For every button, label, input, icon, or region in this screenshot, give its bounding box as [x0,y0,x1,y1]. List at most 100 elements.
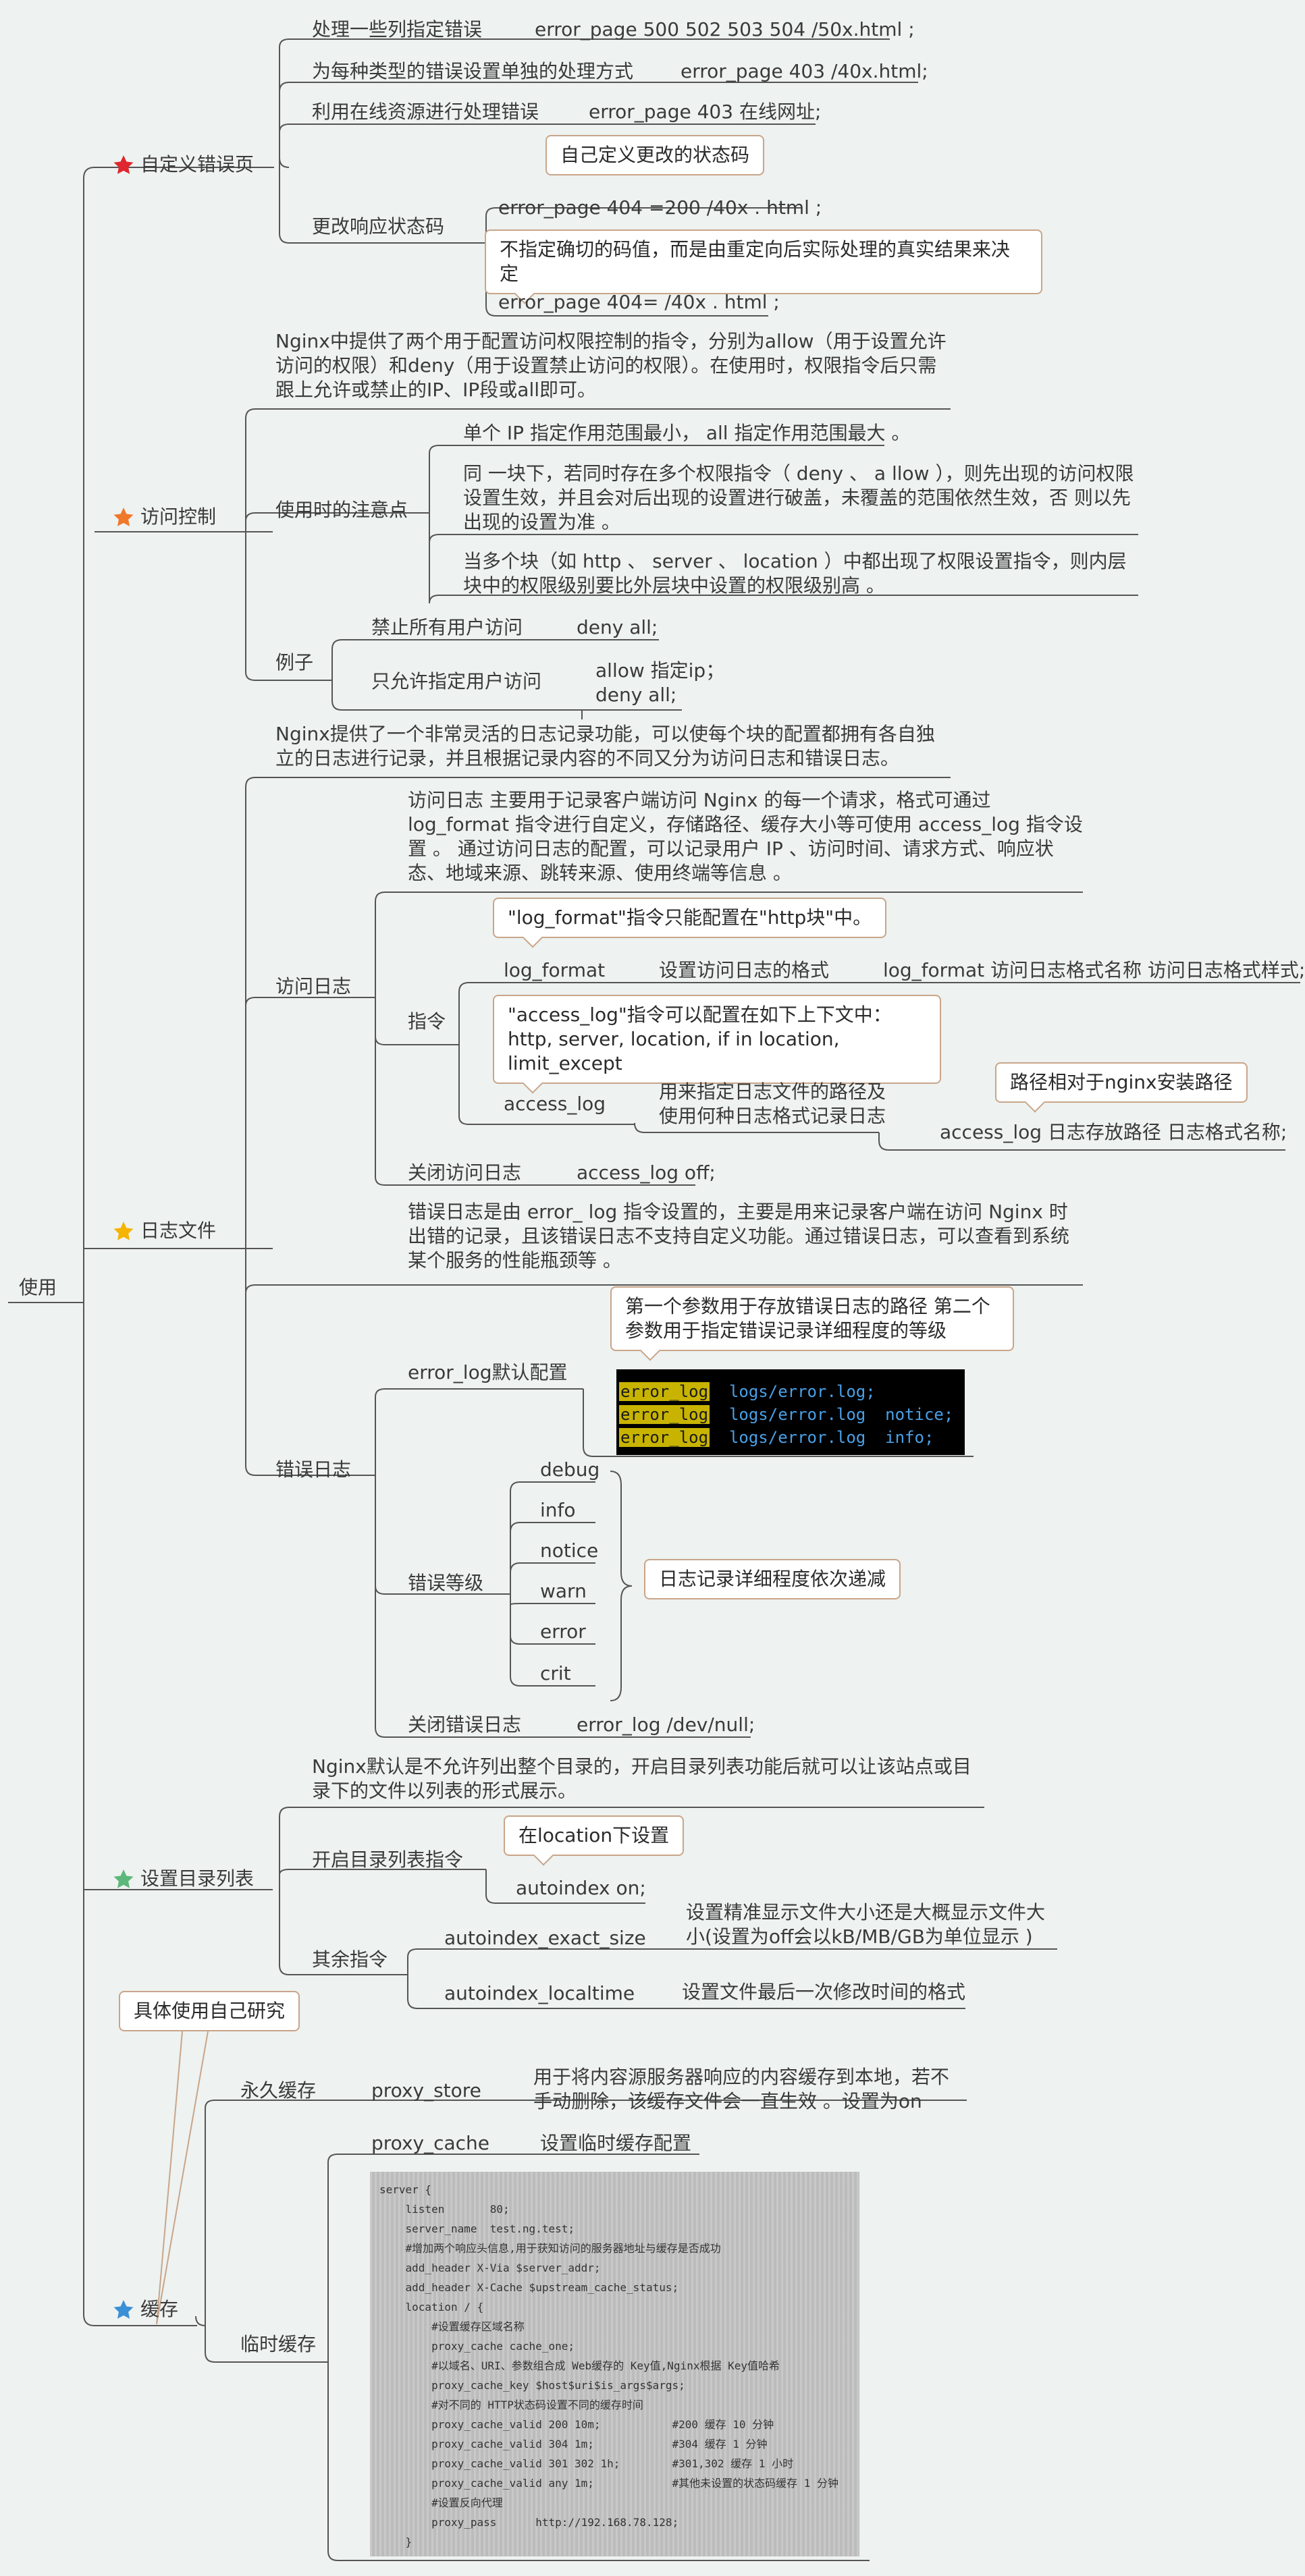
close-access-log-value: access_log off; [577,1161,716,1184]
code-line: proxy_cache_valid 304 1m; #304 缓存 1 分钟 [379,2438,768,2450]
level-item: error [540,1620,586,1643]
notes-label: 使用时的注意点 [275,499,408,521]
log-format-desc: 设置访问日志的格式 [659,959,830,981]
code-keyword: error_log [619,1428,710,1447]
note-item: 单个 IP 指定作用范围最小， all 指定作用范围最大 。 [463,422,911,444]
level-item: warn [540,1580,587,1602]
change-status-value2: error_page 404= /40x . html ; [498,291,780,313]
proxy-cache-config-code: server { listen 80; server_name test.ng.… [370,2172,859,2556]
log-intro: Nginx提供了一个非常灵活的日志记录功能，可以使每个块的配置都拥有各自独立的日… [275,723,935,769]
dir-other-directive: autoindex_exact_size [444,1927,646,1949]
error-log-default-label: error_log默认配置 [408,1361,568,1383]
code-line: proxy_pass http://192.168.78.128; [379,2516,679,2529]
error-item-label: 处理一些列指定错误 [312,18,483,40]
callout-access-log-context: "access_log"指令可以配置在如下上下文中：http, server, … [493,995,941,1084]
code-line: server_name test.ng.test; [379,2222,575,2235]
code-keyword: error_log [619,1382,710,1401]
code-line: #增加两个响应头信息,用于获知访问的服务器地址与缓存是否成功 [379,2242,721,2255]
orange-star-icon [113,508,134,526]
code-line: #设置缓存区域名称 [379,2320,525,2333]
example-deny-value: deny all; [577,616,658,638]
example-deny-label: 禁止所有用户访问 [371,616,523,638]
code-line: proxy_cache cache_one; [379,2340,575,2353]
code-line: proxy_cache_valid 200 10m; #200 缓存 10 分钟 [379,2418,774,2431]
code-line: proxy_cache_valid 301 302 1h; #301,302 缓… [379,2457,794,2470]
example-label: 例子 [275,651,314,674]
error-levels-label: 错误等级 [408,1572,484,1594]
error-log-code: error_log logs/error.log; error_log logs… [616,1369,965,1455]
code-line: add_header X-Cache $upstream_cache_statu… [379,2281,679,2294]
callout-error-log-params: 第一个参数用于存放错误日志的路径 第二个参数用于指定错误记录详细程度的等级 [610,1286,1014,1351]
dir-intro: Nginx默认是不允许列出整个目录的，开启目录列表功能后就可以让该站点或目录下的… [312,1755,971,1802]
code-line: #对不同的 HTTP状态码设置不同的缓存时间 [379,2399,643,2411]
code-value: logs/error.log notice; [728,1405,954,1424]
close-error-log-label: 关闭错误日志 [408,1714,522,1736]
code-line: listen 80; [379,2203,510,2216]
section-error-page: 自定义错误页 [140,153,255,175]
error-item-value: error_page 500 502 503 504 /50x.html ; [535,18,915,40]
callout-level-note: 日志记录详细程度依次递减 [644,1559,901,1599]
error-item-label: 利用在线资源进行处理错误 [312,101,539,123]
blue-star-icon [113,2300,134,2319]
section-dir-listing: 设置目录列表 [140,1867,255,1890]
error-item-label: 为每种类型的错误设置单独的处理方式 [312,60,634,82]
change-status-label: 更改响应状态码 [312,215,445,238]
proxy-cache-desc: 设置临时缓存配置 [540,2132,692,2154]
dir-enable-label: 开启目录列表指令 [312,1848,464,1871]
code-line: #以域名、URI、参数组合成 Web缓存的 Key值,Nginx根据 Key值哈… [379,2359,780,2372]
note-item: 同 一块下，若同时存在多个权限指令（ deny 、 a llow ），则先出现的… [463,462,1134,533]
temp-cache-label: 临时缓存 [240,2333,317,2355]
callout-location: 在location下设置 [504,1815,685,1856]
error-log-label: 错误日志 [275,1458,352,1481]
code-line: } [379,2552,859,2556]
root-label: 使用 [19,1276,57,1298]
code-line: add_header X-Via $server_addr; [379,2262,601,2274]
code-line: } [379,2536,412,2548]
access-log-directive-desc: 用来指定日志文件的路径及使用何种日志格式记录日志 [659,1080,886,1127]
level-item: crit [540,1662,571,1684]
section-access-control: 访问控制 [140,505,217,528]
access-log-value: access_log 日志存放路径 日志格式名称; [940,1121,1287,1143]
access-log-desc: 访问日志 主要用于记录客户端访问 Nginx 的每一个请求，格式可通过 log_… [408,789,1083,884]
close-access-log-label: 关闭访问日志 [408,1161,522,1184]
permanent-cache-label: 永久缓存 [240,2079,317,2102]
code-line: server { [379,2183,432,2196]
dir-other-desc: 设置文件最后一次修改时间的格式 [682,1981,966,2003]
code-keyword: error_log [619,1405,710,1424]
directive-label: 指令 [408,1010,446,1033]
level-item: notice [540,1539,599,1562]
dir-enable-value: autoindex on; [516,1877,646,1899]
log-format-label: log_format [504,959,606,981]
change-status-value1: error_page 404 =200 /40x . html ; [498,196,822,219]
dir-other-desc: 设置精准显示文件大小还是大概显示文件大小(设置为off会以kB/MB/GB为单位… [686,1901,1046,1948]
code-line: location / { [379,2301,484,2313]
callout-self-study: 具体使用自己研究 [119,1991,300,2031]
red-star-icon [113,155,134,174]
callout-redirect-status: 不指定确切的码值，而是由重定向后实际处理的真实结果来决定 [485,229,1042,294]
green-star-icon [113,1869,134,1888]
callout-custom-status: 自己定义更改的状态码 [545,135,765,175]
callout-nginx-path: 路径相对于nginx安装路径 [995,1062,1248,1103]
error-item-value: error_page 403 /40x.html; [681,60,928,82]
code-value: logs/error.log info; [728,1428,934,1447]
access-intro: Nginx中提供了两个用于配置访问权限控制的指令，分别为allow（用于设置允许… [275,330,947,401]
example-allow-label: 只允许指定用户访问 [371,670,542,692]
access-log-label: 访问日志 [275,975,352,997]
code-line: #设置反向代理 [379,2496,503,2509]
example-allow-value2: deny all; [595,684,677,706]
level-item: debug [540,1458,600,1481]
log-format-value: log_format 访问日志格式名称 访问日志格式样式; [883,959,1305,981]
access-log-directive: access_log [504,1093,606,1115]
error-log-desc: 错误日志是由 error_ log 指令设置的，主要是用来记录客户端在访问 Ng… [408,1201,1070,1271]
section-cache: 缓存 [140,2298,179,2320]
code-line: proxy_cache_valid any 1m; #其他未设置的状态码缓存 1… [379,2477,839,2490]
example-allow-value1: allow 指定ip； [595,659,725,682]
note-item: 当多个块（如 http 、 server 、 location ）中都出现了权限… [463,550,1127,597]
level-item: info [540,1499,576,1521]
callout-log-format: "log_format"指令只能配置在"http块"中。 [493,898,887,938]
error-item-value: error_page 403 在线网址; [589,101,822,123]
proxy-store-label: proxy_store [371,2079,481,2102]
close-error-log-value: error_log /dev/null; [577,1714,755,1736]
